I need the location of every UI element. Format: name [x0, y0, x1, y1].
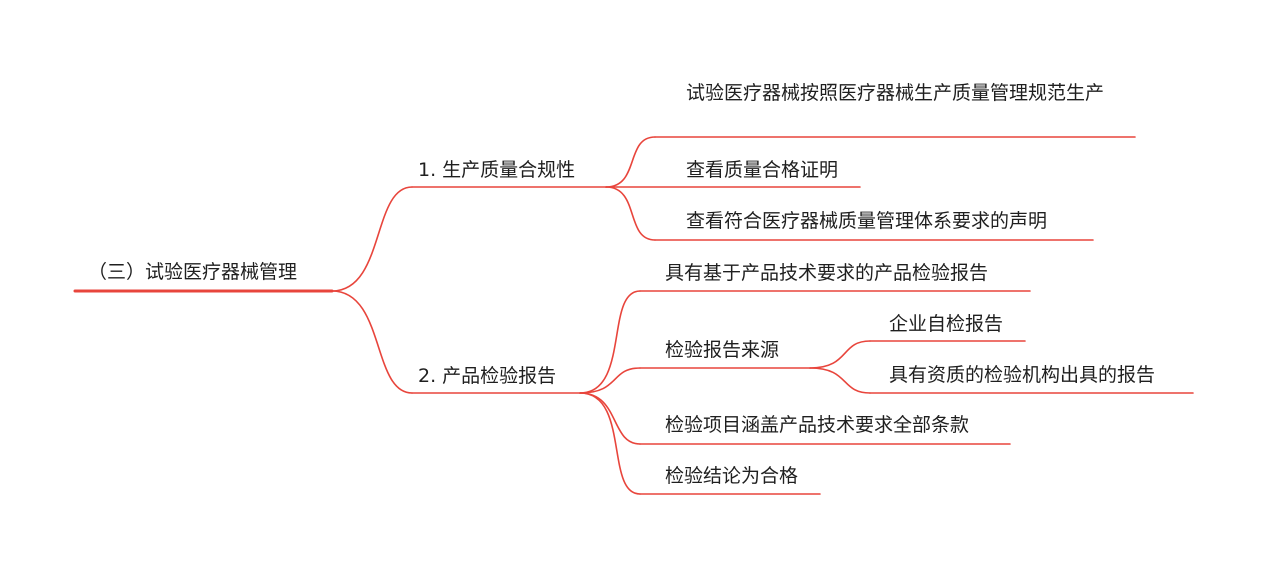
b2-item3-label[interactable]: 检验项目涵盖产品技术要求全部条款	[665, 414, 970, 436]
source-item1-label[interactable]: 企业自检报告	[889, 313, 1004, 335]
source-item2-label[interactable]: 具有资质的检验机构出具的报告	[889, 364, 1156, 386]
connector-root-branch2	[331, 290, 413, 394]
b1-item3-label[interactable]: 查看符合医疗器械质量管理体系要求的声明	[686, 210, 1048, 232]
root-node-label[interactable]: （三）试验医疗器械管理	[88, 261, 298, 283]
connector-b2-item4	[579, 392, 641, 495]
connector-b1-item3	[605, 186, 656, 241]
connector-b1-item1	[605, 136, 656, 188]
connector-b2-item1	[579, 290, 641, 394]
b1-item2-label[interactable]: 查看质量合格证明	[686, 159, 839, 181]
b2-item2-label[interactable]: 检验报告来源	[665, 339, 780, 361]
connector-source-item2	[809, 367, 871, 394]
b1-item1-label[interactable]: 试验医疗器械按照医疗器械生产质量管理规范生产	[686, 82, 1105, 104]
branch1-node-label[interactable]: 1. 生产质量合规性	[418, 159, 576, 181]
b2-item4-label[interactable]: 检验结论为合格	[665, 465, 799, 487]
branch2-node-label[interactable]: 2. 产品检验报告	[418, 365, 557, 387]
connector-source-item1	[809, 340, 871, 369]
b2-item1-label[interactable]: 具有基于产品技术要求的产品检验报告	[665, 262, 989, 284]
connector-root-branch1	[331, 186, 413, 292]
connector-b2-item2	[579, 367, 641, 394]
